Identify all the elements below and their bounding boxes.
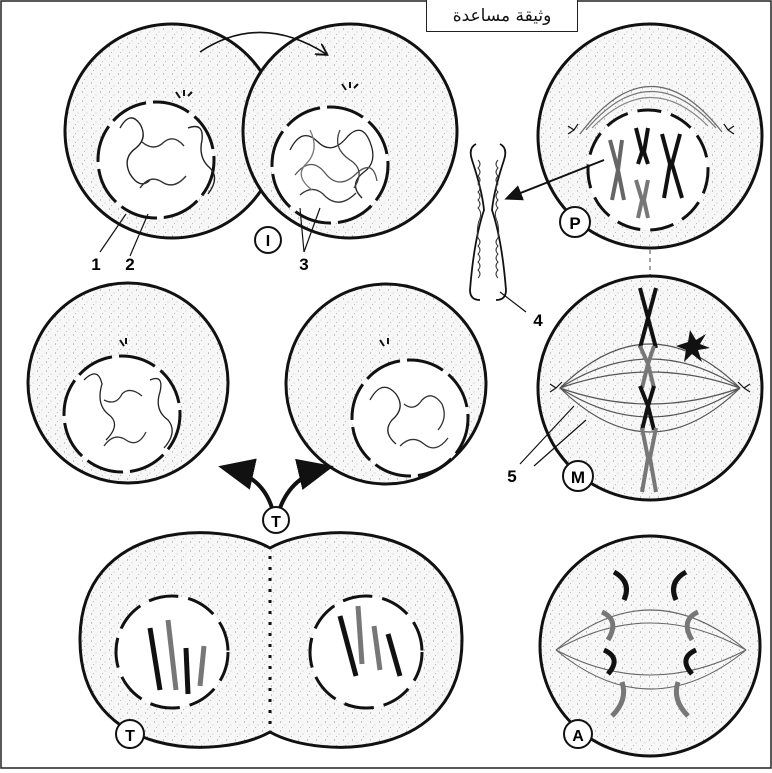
telophase-transition-badge: T [263, 507, 289, 533]
label-4: 4 [533, 311, 543, 330]
interphase-cell-right [243, 24, 457, 238]
anaphase-cell: A [540, 536, 760, 756]
chromosome-detail: 4 [470, 144, 543, 330]
daughter-cell-right [286, 284, 486, 484]
label-3: 3 [299, 255, 308, 274]
document-title: وثيقة مساعدة [426, 0, 578, 32]
interphase-label: I [266, 233, 270, 250]
daughter-cell-left [28, 283, 228, 483]
anaphase-label: A [572, 728, 584, 745]
metaphase-label: M [571, 468, 585, 487]
prophase-cell: P [538, 24, 762, 248]
telophase-dividing-cell: T [80, 533, 462, 748]
metaphase-cell: M [538, 276, 762, 500]
label-5: 5 [507, 467, 516, 486]
label-1: 1 [91, 255, 100, 274]
interphase-label-badge: I [255, 227, 281, 253]
telophase-transition-label: T [271, 514, 281, 531]
label-2: 2 [125, 255, 134, 274]
telophase-label: T [125, 728, 135, 745]
prophase-label: P [569, 214, 580, 233]
